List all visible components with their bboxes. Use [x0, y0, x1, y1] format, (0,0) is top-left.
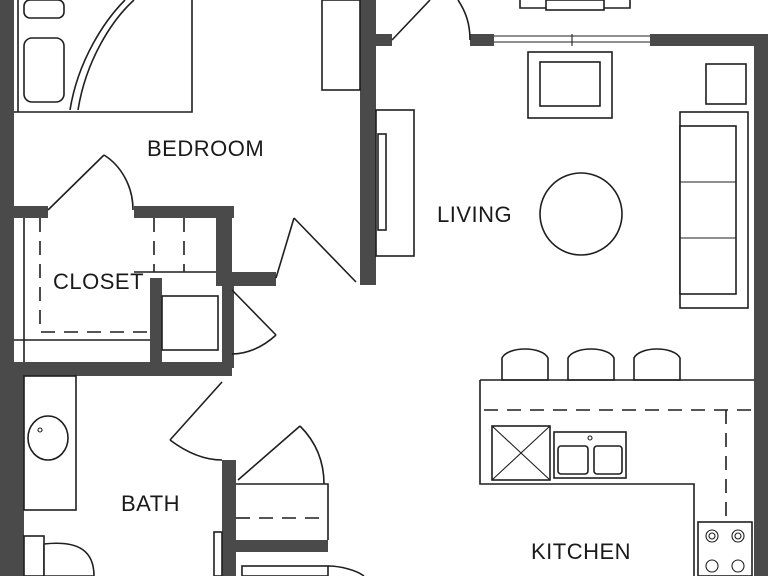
- pillow: [23, 37, 65, 103]
- wall-top-middle: [372, 34, 392, 46]
- tv-console: [375, 109, 415, 257]
- balcony-chair: [519, 0, 631, 11]
- linen-closet-door: [231, 289, 277, 355]
- room-label-bath: BATH: [121, 491, 181, 516]
- toilet: [23, 535, 95, 576]
- dishwasher: [491, 425, 551, 481]
- room-label-kitchen: KITCHEN: [531, 539, 632, 564]
- room-label-bedroom: BEDROOM: [147, 136, 265, 161]
- coffee-table: [539, 172, 623, 256]
- side-table: [705, 63, 747, 105]
- wall-top-right-1: [470, 34, 494, 46]
- wall-closet-top-right: [134, 206, 234, 218]
- wall-hall-right: [222, 284, 234, 368]
- wall-top-right-2: [650, 34, 768, 46]
- wall-left-lower: [0, 368, 24, 576]
- pillow: [23, 0, 65, 19]
- armchair: [527, 51, 613, 119]
- wall-left-upper: [0, 0, 14, 215]
- vanity: [23, 375, 77, 511]
- bedroom-dresser: [321, 0, 361, 91]
- kitchen-sink: [553, 431, 627, 479]
- entry-door-top: [391, 0, 471, 41]
- bedroom-door: [275, 217, 357, 283]
- sliding-door: [494, 34, 650, 46]
- sofa: [679, 111, 749, 309]
- bar-stools: [501, 348, 681, 381]
- wall-bed-bottom: [216, 272, 276, 286]
- wall-closet-top-left: [0, 206, 48, 218]
- wall-bath-top: [0, 362, 232, 376]
- stove: [697, 521, 753, 576]
- bath-closet-shelf: [236, 483, 329, 540]
- bathtub-edge: [213, 531, 365, 576]
- wall-bath-right: [222, 460, 236, 576]
- wall-bath-closet: [234, 540, 328, 552]
- wall-right: [754, 34, 768, 576]
- closet-shelving: [14, 218, 216, 362]
- wall-closet-left: [0, 208, 14, 368]
- bedroom-closet-door: [47, 154, 134, 211]
- linen-closet: [161, 295, 219, 351]
- wall-closet-right: [216, 206, 232, 286]
- room-label-living: LIVING: [437, 202, 513, 227]
- bath-closet-door: [237, 425, 325, 485]
- bath-door: [169, 381, 223, 461]
- wall-bed-living: [360, 0, 376, 285]
- room-label-closet: CLOSET: [53, 269, 145, 294]
- bed: [14, 0, 193, 113]
- wall-hall-upper: [150, 278, 162, 368]
